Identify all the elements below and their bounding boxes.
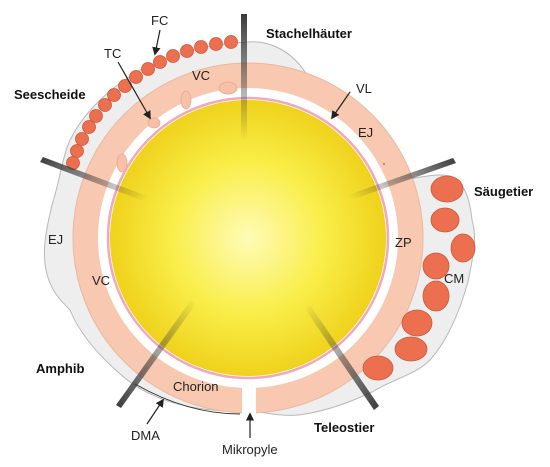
zp-label: ZP [395,235,412,250]
divider-bottom-right [305,305,379,410]
group-stachelhaeuter: Stachelhäuter [266,26,352,41]
group-saeugetier: Säugetier [474,184,533,199]
divider-right [331,158,456,206]
test-cell [180,90,192,110]
mikropyle-label: Mikropyle [222,442,278,457]
oocyte [110,100,386,376]
vl-label: VL [356,81,372,96]
group-seescheide: Seescheide [14,87,86,102]
divider-top [241,14,247,140]
test-cell [116,153,128,173]
group-amphib: Amphib [36,361,84,376]
tc-pointer [117,61,151,120]
ej-left-label: EJ [48,232,63,247]
vitelline-layer [106,96,390,380]
ej-right-label: EJ [358,125,373,140]
dma-label: DMA [131,428,160,443]
dma-pointer [146,398,164,425]
fc-pointer [152,29,161,56]
group-teleostier: Teleostier [314,420,374,435]
vc-left-label: VC [92,273,110,288]
chorion-bottom-outline [134,383,241,415]
follicle-cells-top [66,35,238,170]
dot-mark [383,163,385,165]
tc-label: TC [104,46,121,61]
vc-top-label: VC [192,68,210,83]
divider-left [40,157,165,208]
fc-label: FC [151,13,168,28]
test-cell [218,81,238,95]
cumulus-cells [362,175,476,381]
vl-pointer [331,91,351,120]
cm-label: CM [444,271,464,286]
test-cell [147,117,161,129]
divider-bottom-left [116,300,196,408]
chorion-label: Chorion [173,379,219,394]
micropyle-gap [242,380,256,420]
